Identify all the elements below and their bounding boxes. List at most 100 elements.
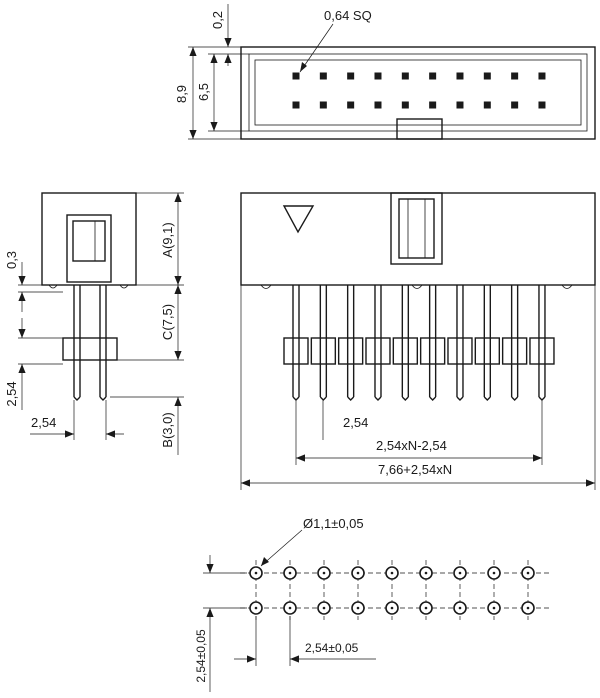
top-pin-2-2: [319, 101, 327, 109]
front-standoff-4: [365, 337, 391, 365]
front-standoff-2: [310, 337, 337, 365]
front-pin-2-tip: [319, 396, 327, 401]
top-pin-2-10: [538, 101, 546, 109]
front-pin-3-tip: [347, 396, 355, 401]
top-pin-1-9: [511, 72, 519, 80]
dim-B-label: B(3,0): [160, 412, 175, 447]
pin1-triangle-marker: [282, 205, 315, 234]
front-body: [240, 192, 596, 286]
top-view-pins: [292, 72, 546, 109]
hole-dia-leader: [260, 529, 303, 567]
pcb-hole-center-2-3: [322, 606, 326, 610]
front-pin-5-tip: [401, 396, 409, 401]
side-body: [41, 192, 137, 286]
side-pitch-label: 2,54: [4, 381, 19, 406]
pcb-hole-center-1-3: [322, 571, 326, 575]
pcb-holes: [240, 560, 552, 620]
side-foot-right: [119, 284, 129, 289]
front-standoff-3: [337, 337, 364, 365]
top-pin-2-7: [456, 101, 464, 109]
pcb-hole-center-1-6: [424, 571, 428, 575]
top-pin-2-4: [374, 101, 382, 109]
pcb-hole-center-2-8: [492, 606, 496, 610]
front-pin-9-tip: [511, 396, 519, 401]
pcb-pitch-x-label: 2,54±0,05: [305, 641, 359, 655]
pcb-hole-center-1-2: [288, 571, 292, 575]
top-pin-2-3: [347, 101, 355, 109]
gap-label: 0,2: [210, 11, 225, 29]
side-foot-left: [48, 284, 58, 289]
pin-size-label: 0,64 SQ: [324, 8, 372, 23]
top-pin-1-7: [456, 72, 464, 80]
pcb-hole-center-1-4: [356, 571, 360, 575]
pcb-hole-center-2-1: [254, 606, 258, 610]
pin-size-leader: [299, 23, 334, 73]
front-pin-7-tip: [456, 396, 464, 401]
pcb-pitch-y-label: 2,54±0,05: [194, 629, 208, 683]
top-pin-1-3: [347, 72, 355, 80]
height-label: 8,9: [174, 85, 189, 103]
front-foot-right: [561, 284, 573, 289]
hole-dia-arrow: [261, 557, 269, 566]
pcb-hole-center-1-8: [492, 571, 496, 575]
inner-height-label: 6,5: [196, 83, 211, 101]
front-span-label: 2,54xN-2,54: [376, 438, 447, 453]
top-view-cavity: [254, 59, 582, 126]
top-pin-2-1: [292, 101, 300, 109]
side-view: 0,3 2,54 2,54 A(9,1) C(7,5) B(3,0): [4, 192, 184, 455]
polarization-key: [396, 118, 443, 140]
front-standoff-7: [447, 337, 473, 365]
top-pin-2-6: [429, 101, 437, 109]
pcb-hole-center-2-5: [390, 606, 394, 610]
pcb-hole-center-1-7: [458, 571, 462, 575]
front-pin-1-tip: [292, 396, 300, 401]
dim-A-label: A(9,1): [160, 222, 175, 257]
front-standoff-9: [501, 337, 528, 365]
top-pin-2-5: [401, 101, 409, 109]
front-standoff-1: [283, 337, 309, 365]
front-pitch-label: 2,54: [343, 415, 368, 430]
offset-label: 0,3: [4, 251, 19, 269]
pcb-footprint: Ø1,1±0,05 2,54±0,05 2,54±0,05: [194, 516, 552, 692]
side-pin-left-tip: [73, 396, 81, 401]
pcb-hole-center-1-1: [254, 571, 258, 575]
front-pin-10-tip: [538, 396, 546, 401]
side-standoff: [62, 337, 118, 361]
front-standoff-6: [419, 337, 446, 365]
side-pin-right-tip: [99, 396, 107, 401]
pcb-hole-center-1-9: [526, 571, 530, 575]
front-standoff-10: [529, 337, 555, 365]
front-pin-4-tip: [374, 396, 382, 401]
top-pin-1-6: [429, 72, 437, 80]
front-foot-mid: [411, 284, 423, 289]
front-view: 2,54 2,54xN-2,54 7,66+2,54xN: [240, 192, 596, 490]
front-standoff-8: [474, 337, 501, 365]
front-total-label: 7,66+2,54xN: [378, 462, 452, 477]
top-view-inner-wall: [248, 53, 588, 132]
pcb-hole-center-2-6: [424, 606, 428, 610]
front-latch-inner: [398, 198, 435, 259]
pcb-hole-center-2-7: [458, 606, 462, 610]
dim-C-label: C(7,5): [160, 304, 175, 340]
top-pin-2-9: [511, 101, 519, 109]
top-pin-2-8: [483, 101, 491, 109]
pcb-hole-center-2-9: [526, 606, 530, 610]
hole-dia-label: Ø1,1±0,05: [303, 516, 364, 531]
pin-size-arrow: [300, 62, 307, 72]
front-foot-left: [260, 284, 272, 289]
side-bottom-pitch-label: 2,54: [31, 415, 56, 430]
top-pin-1-8: [483, 72, 491, 80]
pcb-hole-center-2-4: [356, 606, 360, 610]
pcb-hole-center-1-5: [390, 571, 394, 575]
pcb-hole-center-2-2: [288, 606, 292, 610]
front-latch: [390, 192, 443, 265]
top-pin-1-5: [401, 72, 409, 80]
front-pin-6-tip: [429, 396, 437, 401]
side-latch-window: [66, 214, 112, 283]
top-pin-1-2: [319, 72, 327, 80]
top-view: 0,64 SQ 8,9 6,5 0,2: [174, 4, 596, 140]
top-pin-1-1: [292, 72, 300, 80]
front-view-pins: [283, 285, 555, 401]
side-latch: [72, 220, 106, 262]
